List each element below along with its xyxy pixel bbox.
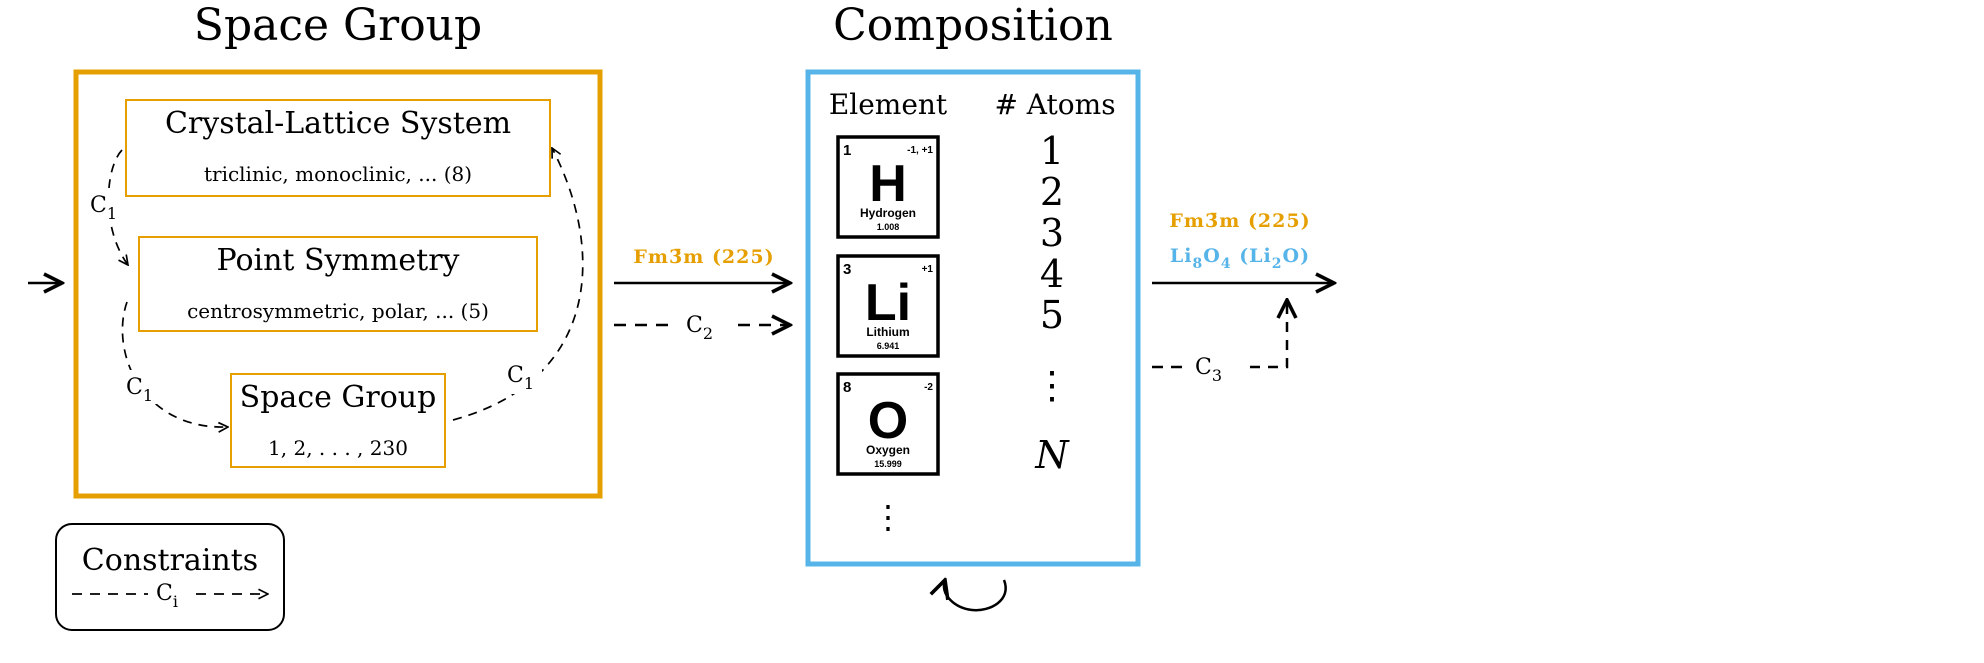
arrow2-constraint-label: C3 bbox=[1195, 355, 1222, 385]
space-group-box-title: Space Group bbox=[240, 380, 437, 415]
c1-arc-group-to-lattice bbox=[452, 148, 584, 421]
element-more-ellipsis: ⋮ bbox=[872, 498, 904, 536]
svg-text:C1: C1 bbox=[507, 363, 534, 393]
crystal-lattice-title: Crystal-Lattice System bbox=[165, 106, 511, 141]
legend-constraint-label: Ci bbox=[156, 581, 178, 611]
atom-count-item: 1 bbox=[1040, 129, 1064, 173]
point-symmetry-box: Point Symmetry centrosymmetric, polar, .… bbox=[138, 236, 538, 332]
stage-arrow-1: Fm3̄m (225) C2 bbox=[614, 246, 790, 343]
atom-count-item: 2 bbox=[1040, 170, 1064, 214]
space-group-box-values: 1, 2, . . . , 230 bbox=[268, 436, 408, 460]
composition-self-loop bbox=[944, 580, 1007, 612]
c1-label-left-top: C1 bbox=[82, 188, 120, 223]
stage-arrow-2: Fm3̄m (225) Li8O4 (Li2O) C3 bbox=[1152, 210, 1334, 385]
c1-label-right: C1 bbox=[500, 360, 542, 394]
element-charge: -1, +1 bbox=[907, 145, 933, 156]
element-atomic-number: 1 bbox=[843, 142, 851, 159]
arrow2-formula-label: Li8O4 (Li2O) bbox=[1170, 245, 1310, 272]
arrow1-constraint-label: C2 bbox=[686, 313, 713, 343]
element-column-header: Element bbox=[829, 88, 948, 121]
element-symbol: H bbox=[869, 155, 907, 213]
atoms-column-header: # Atoms bbox=[994, 88, 1115, 121]
arrow2-space-group-label: Fm3̄m (225) bbox=[1169, 210, 1310, 232]
element-name: Lithium bbox=[866, 325, 909, 339]
element-atomic-number: 8 bbox=[843, 379, 851, 396]
element-mass: 1.008 bbox=[877, 222, 900, 232]
point-symmetry-values: centrosymmetric, polar, ... (5) bbox=[187, 299, 489, 323]
space-group-box: Space Group 1, 2, . . . , 230 bbox=[230, 373, 446, 468]
atom-count-item: 5 bbox=[1040, 293, 1064, 337]
svg-text:C1: C1 bbox=[90, 193, 117, 223]
legend-title: Constraints bbox=[82, 543, 258, 578]
space-group-stage-title: Space Group bbox=[194, 0, 482, 51]
element-name: Oxygen bbox=[866, 443, 910, 457]
c1-label-left-bottom: C1 bbox=[118, 370, 160, 405]
crystal-lattice-box: Crystal-Lattice System triclinic, monocl… bbox=[125, 99, 551, 197]
arrow1-space-group-label: Fm3̄m (225) bbox=[633, 246, 774, 268]
point-symmetry-title: Point Symmetry bbox=[216, 243, 459, 278]
atom-count-item: ⋮ bbox=[1033, 363, 1071, 407]
element-charge: +1 bbox=[922, 264, 934, 275]
atom-count-item: 4 bbox=[1040, 252, 1064, 296]
element-symbol: Li bbox=[865, 274, 911, 332]
constraints-legend: Constraints Ci bbox=[55, 523, 285, 631]
composition-stage-frame bbox=[805, 69, 1141, 567]
crystal-lattice-values: triclinic, monoclinic, ... (8) bbox=[204, 162, 472, 186]
element-symbol: O bbox=[868, 392, 908, 450]
svg-text:C1: C1 bbox=[126, 375, 153, 405]
element-mass: 6.941 bbox=[877, 341, 900, 351]
element-atomic-number: 3 bbox=[843, 261, 851, 278]
element-mass: 15.999 bbox=[874, 459, 902, 469]
atom-count-item: N bbox=[1034, 433, 1070, 477]
space-group-stage-frame bbox=[73, 69, 603, 499]
atom-count-item: 3 bbox=[1040, 211, 1064, 255]
composition-stage-title: Composition bbox=[833, 0, 1113, 51]
element-charge: -2 bbox=[924, 382, 933, 393]
element-name: Hydrogen bbox=[860, 206, 916, 220]
